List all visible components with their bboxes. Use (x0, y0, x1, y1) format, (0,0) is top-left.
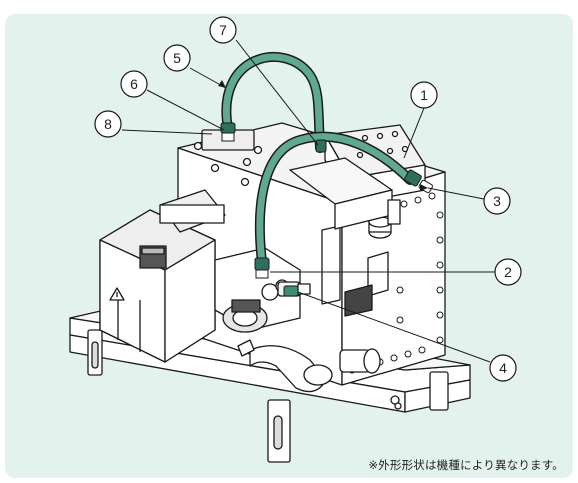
hose-fittings (220, 122, 433, 297)
callouts: 1 2 3 4 5 6 7 (94, 16, 522, 382)
callout-8: 8 (94, 110, 122, 138)
callout-2: 2 (494, 258, 522, 286)
svg-text:5: 5 (173, 50, 181, 66)
callout-3: 3 (483, 187, 511, 215)
leader-arrowheads (218, 80, 428, 191)
svg-text:8: 8 (104, 116, 112, 132)
svg-text:1: 1 (420, 87, 428, 103)
leader-lines (121, 39, 496, 363)
callout-7: 7 (209, 16, 237, 44)
footnote: ※外形形状は機種により異なります。 (368, 458, 564, 472)
callout-4: 4 (489, 354, 517, 382)
callout-5: 5 (163, 44, 191, 72)
svg-text:4: 4 (499, 360, 507, 376)
pump-housing (99, 209, 216, 363)
callout-6: 6 (120, 70, 148, 98)
motor-assembly (159, 189, 311, 333)
hoses (221, 52, 415, 267)
svg-text:3: 3 (493, 193, 501, 209)
svg-text:6: 6 (130, 76, 138, 92)
svg-text:7: 7 (219, 22, 227, 38)
callout-1: 1 (410, 81, 438, 109)
svg-text:2: 2 (504, 264, 512, 280)
outlet-piping (237, 339, 381, 393)
